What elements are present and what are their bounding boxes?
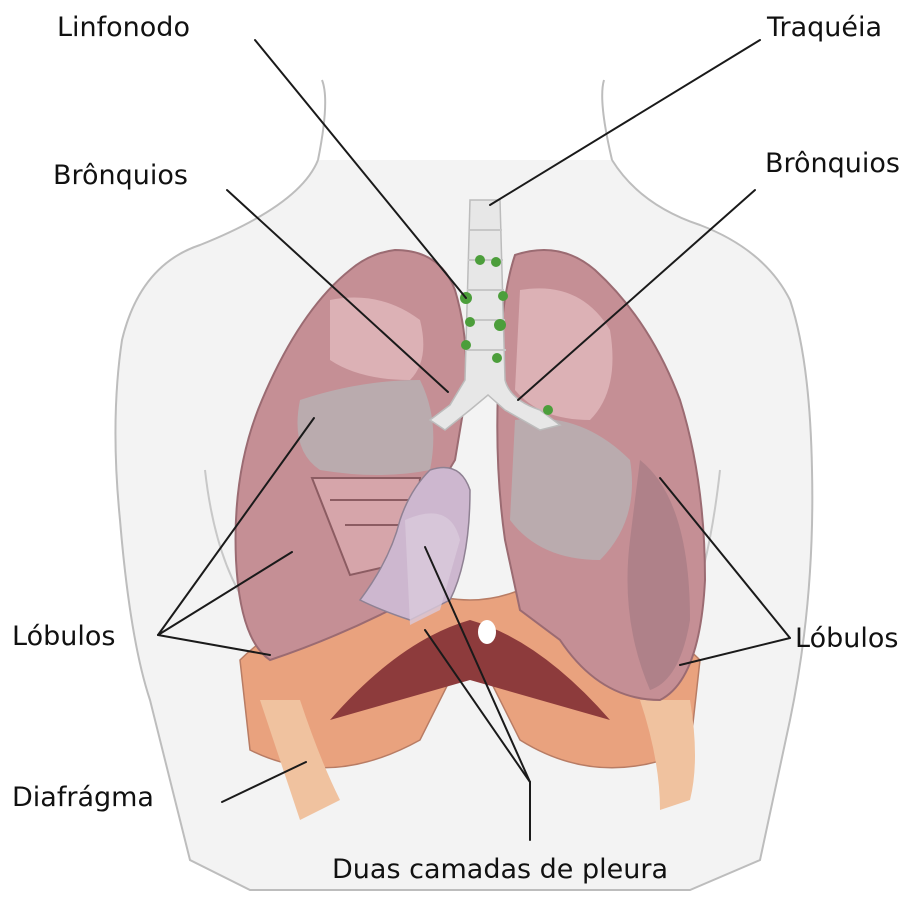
label-traqueia: Traquéia bbox=[766, 12, 882, 43]
label-pleura: Duas camadas de pleura bbox=[332, 854, 668, 885]
label-lobulos-left: Lóbulos bbox=[12, 621, 115, 652]
label-bronquios-right: Brônquios bbox=[765, 148, 900, 179]
label-linfonodo: Linfonodo bbox=[57, 12, 190, 43]
label-lobulos-right: Lóbulos bbox=[795, 623, 898, 654]
label-diafragma: Diafrágma bbox=[12, 782, 154, 813]
label-bronquios-left: Brônquios bbox=[53, 160, 188, 191]
